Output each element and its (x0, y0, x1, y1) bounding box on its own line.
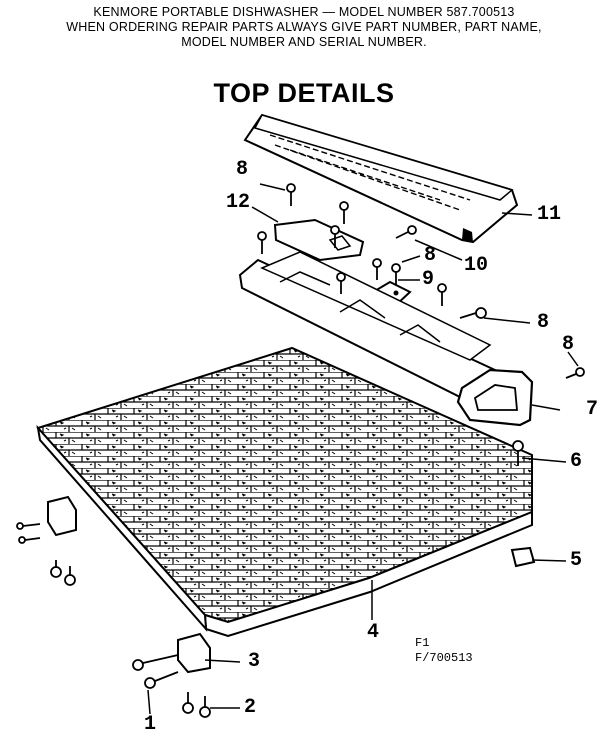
diagram-title: TOP DETAILS (213, 78, 395, 108)
callout-8-right: 8 (537, 311, 550, 334)
callout-5: 5 (570, 549, 583, 572)
header-line-3: MODEL NUMBER AND SERIAL NUMBER. (181, 35, 427, 49)
header-line-2: WHEN ORDERING REPAIR PARTS ALWAYS GIVE P… (66, 20, 542, 34)
callout-8-middle: 8 (424, 244, 437, 267)
callout-10: 10 (464, 254, 489, 277)
leader-lines (147, 183, 579, 715)
callout-7: 7 (586, 398, 599, 421)
header-line-1: KENMORE PORTABLE DISHWASHER — MODEL NUMB… (93, 5, 515, 19)
callout-4: 4 (367, 621, 380, 644)
cover-plate (273, 218, 365, 262)
callout-8-top: 8 (236, 158, 249, 181)
callout-1: 1 (144, 713, 157, 736)
callout-2: 2 (244, 696, 257, 719)
callout-11: 11 (537, 203, 562, 226)
callout-8-far-right: 8 (562, 333, 575, 356)
corner-brackets (47, 495, 536, 674)
figure-ref-line-2: F/700513 (415, 651, 473, 665)
callout-9: 9 (422, 268, 435, 291)
figure-ref-line-1: F1 (415, 636, 430, 650)
callout-6: 6 (570, 450, 583, 473)
callout-3: 3 (248, 650, 261, 673)
control-panel (243, 113, 519, 244)
callout-12: 12 (226, 191, 251, 214)
work-top (36, 346, 533, 638)
screws (16, 183, 585, 718)
top-frame (238, 251, 534, 427)
